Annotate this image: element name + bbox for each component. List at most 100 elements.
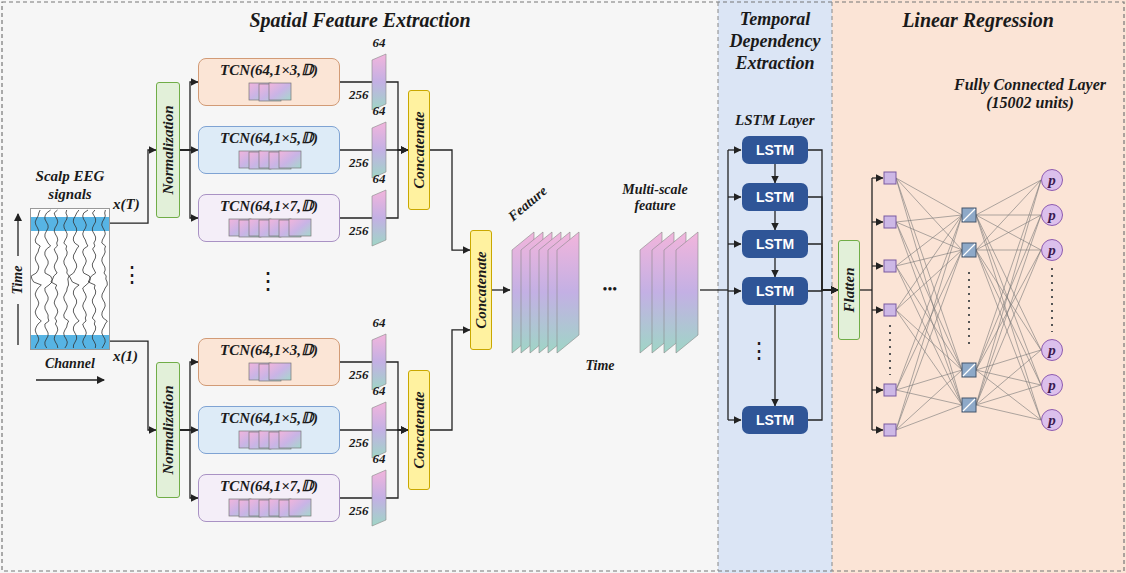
text-label: 256 bbox=[349, 504, 369, 519]
flatten-output-arrow bbox=[872, 265, 883, 266]
eeg-trace bbox=[69, 210, 79, 348]
dense-connection bbox=[896, 215, 962, 222]
flatten-output-arrow bbox=[872, 389, 883, 390]
feature-map bbox=[289, 219, 311, 236]
node-label: LSTM bbox=[756, 283, 794, 299]
hidden-unit-mark bbox=[963, 244, 975, 256]
dense-connection bbox=[896, 178, 962, 370]
dense-connection bbox=[896, 310, 962, 405]
tcn-box: TCN(64,1×7,𝔻) bbox=[198, 194, 340, 242]
flow-arrow bbox=[492, 289, 510, 290]
text-label: Channel bbox=[45, 356, 95, 372]
connector bbox=[110, 150, 156, 223]
dense-connection bbox=[896, 215, 962, 430]
connector bbox=[180, 150, 198, 218]
tcn-box: TCN(64,1×7,𝔻) bbox=[198, 474, 340, 522]
node-label: p bbox=[1048, 378, 1056, 393]
connector bbox=[774, 305, 775, 406]
text-label: 64 bbox=[373, 172, 386, 187]
text-label: Time bbox=[10, 266, 26, 295]
node-label: p bbox=[1048, 173, 1056, 188]
p-box: p bbox=[1041, 239, 1063, 261]
connector bbox=[430, 150, 470, 250]
panel-divider bbox=[832, 2, 833, 571]
node-label: Concatenate bbox=[411, 391, 428, 469]
dense-connection bbox=[976, 250, 1041, 385]
dense-connection bbox=[896, 250, 962, 310]
eeg-trace bbox=[102, 210, 108, 348]
node-label: Concatenate bbox=[411, 111, 428, 189]
text-label: 256 bbox=[349, 88, 369, 103]
lstm-input-arrow bbox=[728, 290, 741, 291]
lstm-box: LSTM bbox=[742, 406, 808, 434]
flatten-output-arrow bbox=[872, 429, 883, 430]
node-label: Normalization bbox=[160, 385, 177, 474]
time-sample-band bbox=[31, 217, 109, 231]
multi-scale-feature-map bbox=[557, 232, 579, 353]
text-label: ⋮ bbox=[748, 338, 770, 363]
feature-map bbox=[269, 363, 291, 380]
connector bbox=[180, 82, 198, 150]
dense-connection bbox=[896, 250, 962, 390]
eeg-trace bbox=[31, 210, 41, 348]
flattened-unit bbox=[884, 384, 896, 396]
node-label: TCN(64,1×5,𝔻) bbox=[220, 130, 318, 147]
lstm-input-arrow bbox=[728, 419, 741, 420]
panel-divider bbox=[718, 2, 719, 571]
node-label: LSTM bbox=[756, 236, 794, 252]
dense-connection bbox=[976, 350, 1041, 405]
text-label: x(1) bbox=[113, 348, 138, 365]
node-label: TCN(64,1×7,𝔻) bbox=[220, 478, 318, 495]
p-box: p bbox=[1041, 374, 1063, 396]
dense-connection bbox=[896, 250, 962, 266]
text-label: 64 bbox=[373, 36, 386, 51]
node-label: Scalp EEG signals bbox=[19, 167, 121, 203]
text-label: ⋮ bbox=[256, 268, 280, 296]
concat-box: Concatenate bbox=[470, 230, 492, 350]
dense-connection bbox=[976, 180, 1041, 405]
flatten-output-arrow bbox=[872, 221, 883, 222]
flattened-unit bbox=[884, 216, 896, 228]
flattened-unit bbox=[884, 260, 896, 272]
text-label: 256 bbox=[349, 368, 369, 383]
text-label: 64 bbox=[373, 104, 386, 119]
connector bbox=[774, 258, 775, 277]
hidden-unit bbox=[962, 208, 976, 222]
text-label: Fully Connected Layer (15002 units) bbox=[940, 76, 1120, 113]
text-label: Time bbox=[586, 358, 615, 374]
dense-connection bbox=[896, 178, 962, 215]
eeg-trace bbox=[51, 210, 58, 348]
dense-connection bbox=[976, 215, 1041, 405]
norm-box: Normalization bbox=[156, 362, 180, 498]
connector bbox=[808, 290, 838, 420]
time-sample-band bbox=[31, 335, 109, 349]
hidden-unit-mark bbox=[963, 364, 975, 376]
eeg-trace bbox=[83, 210, 91, 348]
connector bbox=[180, 430, 198, 498]
flow-line bbox=[700, 289, 728, 290]
feature-map bbox=[289, 499, 311, 516]
text-label: 64 bbox=[373, 384, 386, 399]
flat-box: Flatten bbox=[838, 240, 860, 340]
dense-connection bbox=[976, 215, 1041, 420]
feature-map-bar bbox=[372, 334, 386, 390]
text-label: 64 bbox=[373, 452, 386, 467]
flatten-output-arrow bbox=[872, 177, 883, 178]
node-label: TCN(64,1×3,𝔻) bbox=[220, 62, 318, 79]
tcn-box: TCN(64,1×5,𝔻) bbox=[198, 406, 340, 454]
flattened-unit bbox=[884, 172, 896, 184]
dense-connection bbox=[896, 250, 962, 430]
p-box: p bbox=[1041, 169, 1063, 191]
flattened-unit bbox=[884, 424, 896, 436]
time-axis-arrow bbox=[17, 214, 18, 256]
dense-connection bbox=[976, 180, 1041, 370]
lstm-input-bus bbox=[727, 150, 728, 420]
flatten-output-line bbox=[860, 289, 872, 290]
dense-connection bbox=[976, 215, 1041, 385]
connector bbox=[180, 362, 198, 430]
lstm-input-arrow bbox=[728, 149, 741, 150]
dense-connection bbox=[896, 215, 962, 310]
text-label: Multi-scale feature bbox=[605, 182, 705, 214]
text-label: 256 bbox=[349, 436, 369, 451]
